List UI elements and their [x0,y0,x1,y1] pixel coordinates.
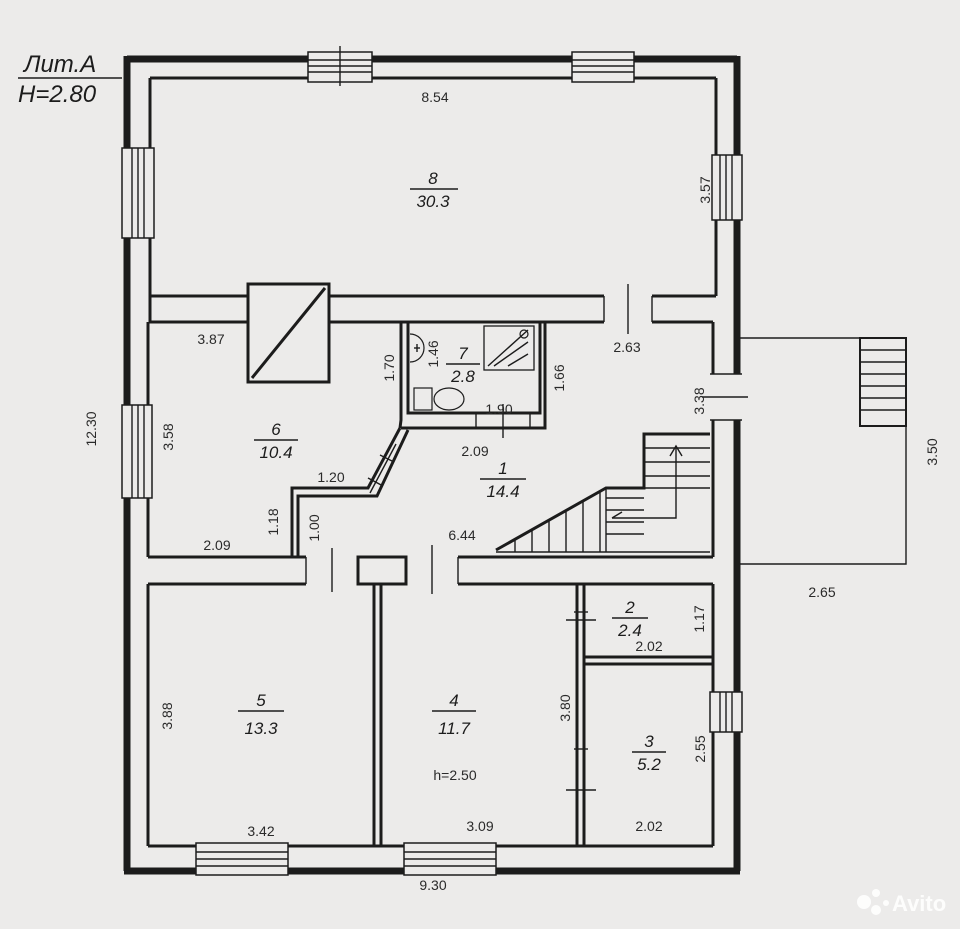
chimney [246,282,331,384]
window-right-upper [711,154,743,221]
dim-room1-top: 2.63 [613,339,640,355]
door-room4 [405,545,459,594]
porch-steps [859,337,907,427]
room-3-label: 3 5.2 [632,732,666,774]
door-room3 [566,748,596,791]
dim-room7-height: 1.70 [381,354,397,381]
dim-room6-bottom: 2.09 [203,537,230,553]
room-8-area: 30.3 [416,192,450,211]
room-7-number: 7 [458,344,468,363]
shower-head-icon [519,329,529,339]
dim-room5-width: 3.42 [247,823,274,839]
room-4-area: 11.7 [438,719,470,738]
dim-room6-depth: 3.58 [160,423,176,450]
dim-room2-width: 2.02 [635,638,662,654]
dim-room6-width: 3.87 [197,331,224,347]
toilet-tank-icon [413,387,433,411]
dim-room7-side: 1.66 [551,364,567,391]
room-5-number: 5 [256,691,266,710]
avito-watermark: Avito [857,889,946,916]
dimension-labels: 8.54 3.57 3.87 1.70 1.46 1.66 1.90 2.63 … [83,89,940,893]
window-bottom-right [403,842,497,876]
room-2-number: 2 [624,598,635,617]
dim-partition-left: 1.18 [265,508,281,535]
room-6-area: 10.4 [259,443,292,462]
room4-ceiling-height: h=2.50 [433,767,476,783]
dim-room8-width: 8.54 [421,89,448,105]
room-1-area: 14.4 [486,482,519,501]
dim-room1-bottom: 6.44 [448,527,475,543]
porch [740,337,907,565]
dim-porch-depth: 3.50 [924,438,940,465]
room-7-area: 2.8 [450,367,475,386]
room-8-label: 8 30.3 [410,169,458,211]
dim-room3-width: 2.02 [635,818,662,834]
room-8-number: 8 [428,169,438,188]
window-left-middle [121,404,153,499]
dim-room7-inner: 1.46 [425,340,441,367]
room-3-area: 5.2 [637,755,661,774]
window-top-left [307,46,373,86]
dim-room5-depth: 3.88 [159,702,175,729]
room-1-number: 1 [498,459,507,478]
door-room2 [566,611,596,621]
dim-total-width: 9.30 [419,877,446,893]
door-entrance [702,373,748,421]
room-2-label: 2 2.4 [612,598,648,640]
dim-total-depth: 12.30 [83,411,99,446]
dim-room4-width: 3.09 [466,818,493,834]
avito-wordmark: Avito [892,891,946,916]
shower-tray [483,325,535,371]
room-3-number: 3 [644,732,654,751]
room-labels: 8 30.3 7 2.8 6 10.4 1 14.4 5 13.3 4 11.7 [238,169,666,774]
room-6-label: 6 10.4 [254,420,298,462]
door-room8 [603,284,653,334]
staircase [495,432,710,553]
dim-partition: 1.20 [317,469,344,485]
room-7-label: 7 2.8 [446,344,480,386]
windows [121,46,743,876]
dim-room2-depth: 1.17 [691,605,707,632]
doors [305,284,748,791]
avito-logo-icon [857,895,871,909]
dim-porch-width: 2.65 [808,584,835,600]
room-4-number: 4 [449,691,458,710]
room-1-label: 1 14.4 [480,459,526,501]
dim-room3-depth: 2.55 [692,735,708,762]
window-bottom-left [195,842,289,876]
ceiling-height: H=2.80 [18,81,97,108]
toilet-bowl-icon [433,387,465,411]
dim-room8-depth: 3.57 [697,176,713,203]
door-room6 [367,443,397,494]
dim-room7-width: 1.90 [485,401,512,417]
window-right-lower [709,691,743,733]
dim-room1-upper: 2.09 [461,443,488,459]
dim-room1-right: 3.38 [691,387,707,414]
room-6-number: 6 [271,420,281,439]
sink-icon [409,333,425,363]
inner-wall-lines [146,76,718,848]
room-5-label: 5 13.3 [238,691,284,738]
door-room5 [305,548,359,592]
window-top-right [571,51,635,83]
window-left-upper [121,147,155,239]
building-letter: Лит.А [22,51,96,78]
dim-partition-right: 1.00 [306,514,322,541]
exterior-walls [123,55,741,875]
dim-room4-depth: 3.80 [557,694,573,721]
room-5-area: 13.3 [244,719,278,738]
bathroom-fixtures [409,325,535,411]
room-2-area: 2.4 [617,621,642,640]
room-4-label: 4 11.7 [432,691,476,738]
door-room7 [475,404,531,438]
